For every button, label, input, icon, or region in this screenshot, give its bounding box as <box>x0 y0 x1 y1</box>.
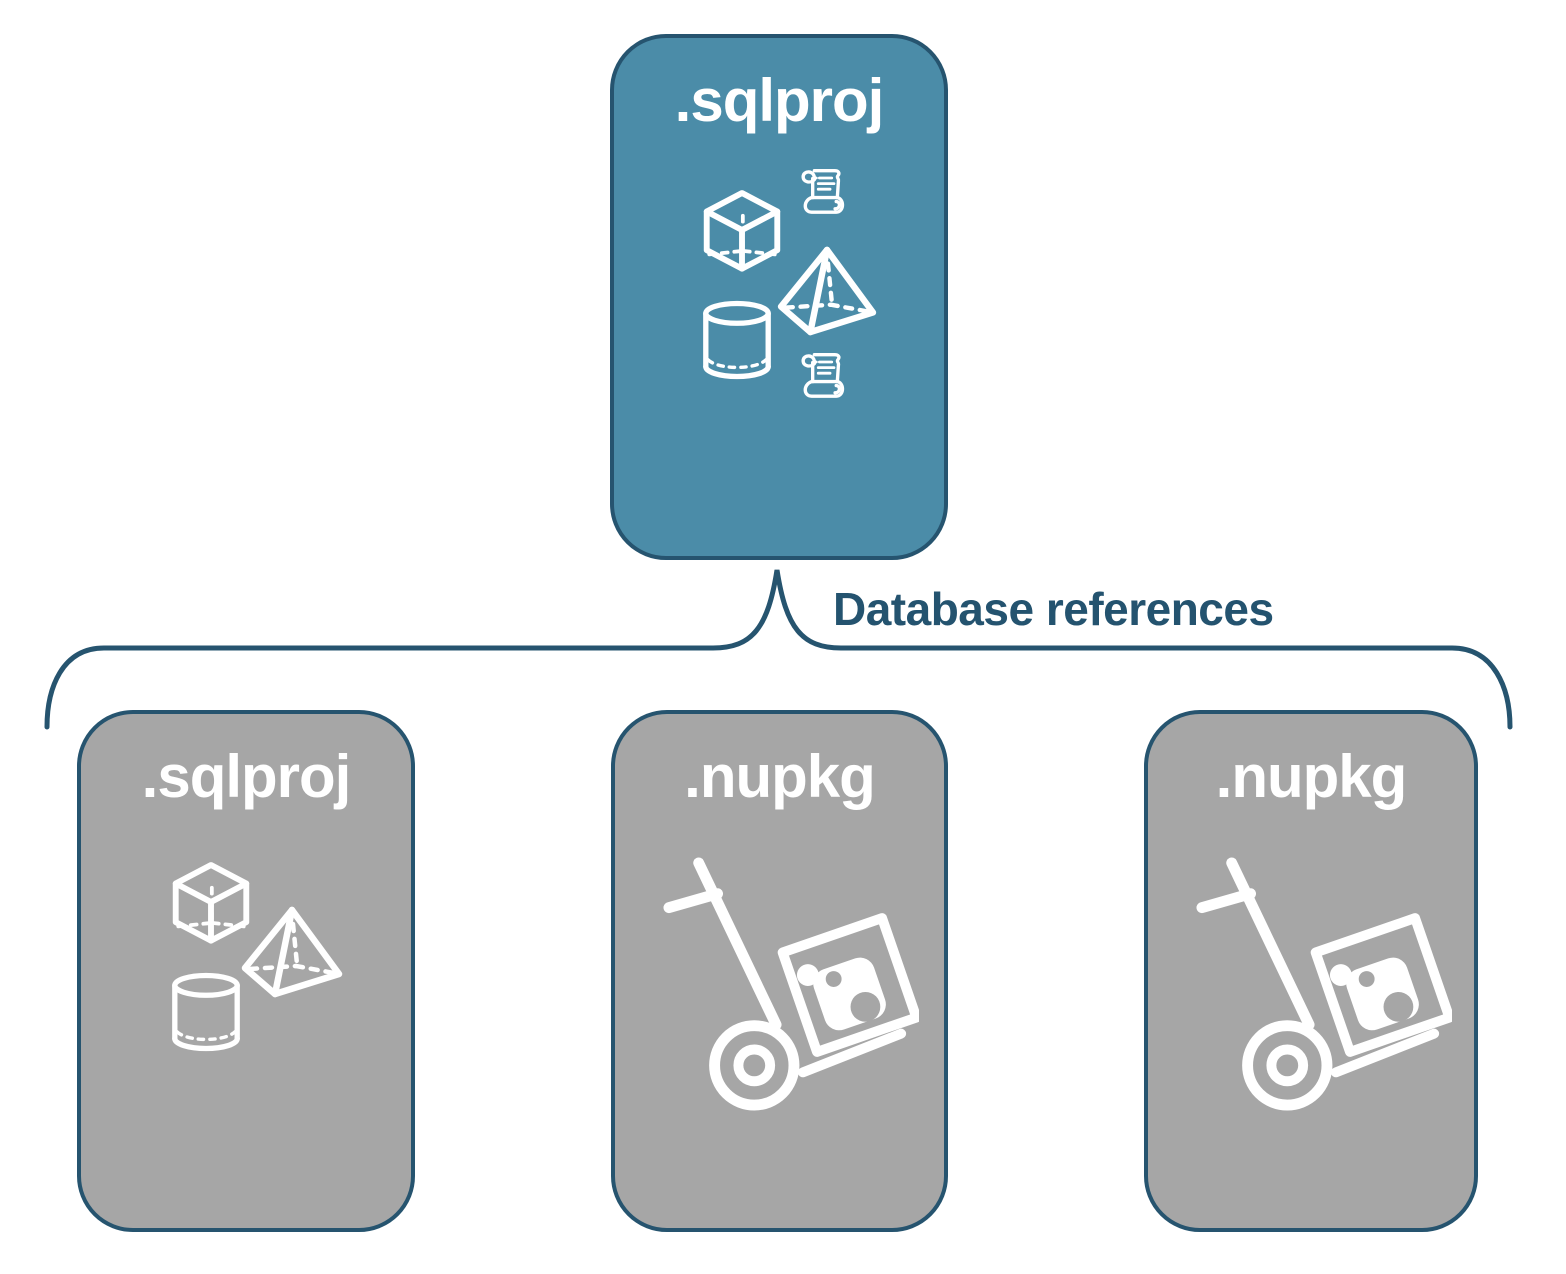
script-scroll-icon <box>801 353 845 398</box>
connector-label: Database references <box>833 583 1274 635</box>
card-title: .sqlproj <box>674 67 885 134</box>
card-title: .sqlproj <box>141 743 352 810</box>
card-title: .nupkg <box>1215 743 1408 810</box>
cube-icon <box>703 190 781 272</box>
card-root-sqlproj: .sqlproj <box>610 34 948 560</box>
pyramid-icon <box>241 906 343 998</box>
card-child-sqlproj: .sqlproj <box>77 710 415 1232</box>
cylinder-icon <box>703 300 771 380</box>
script-scroll-icon <box>801 169 845 214</box>
card-child-nupkg-1: .nupkg <box>611 710 948 1232</box>
package-dolly-icon <box>663 857 919 1111</box>
package-dolly-icon <box>1196 857 1452 1111</box>
pyramid-icon <box>777 246 877 336</box>
card-child-nupkg-2: .nupkg <box>1144 710 1478 1232</box>
cylinder-icon <box>172 972 240 1052</box>
card-title: .nupkg <box>684 743 876 810</box>
cube-icon <box>172 862 250 944</box>
